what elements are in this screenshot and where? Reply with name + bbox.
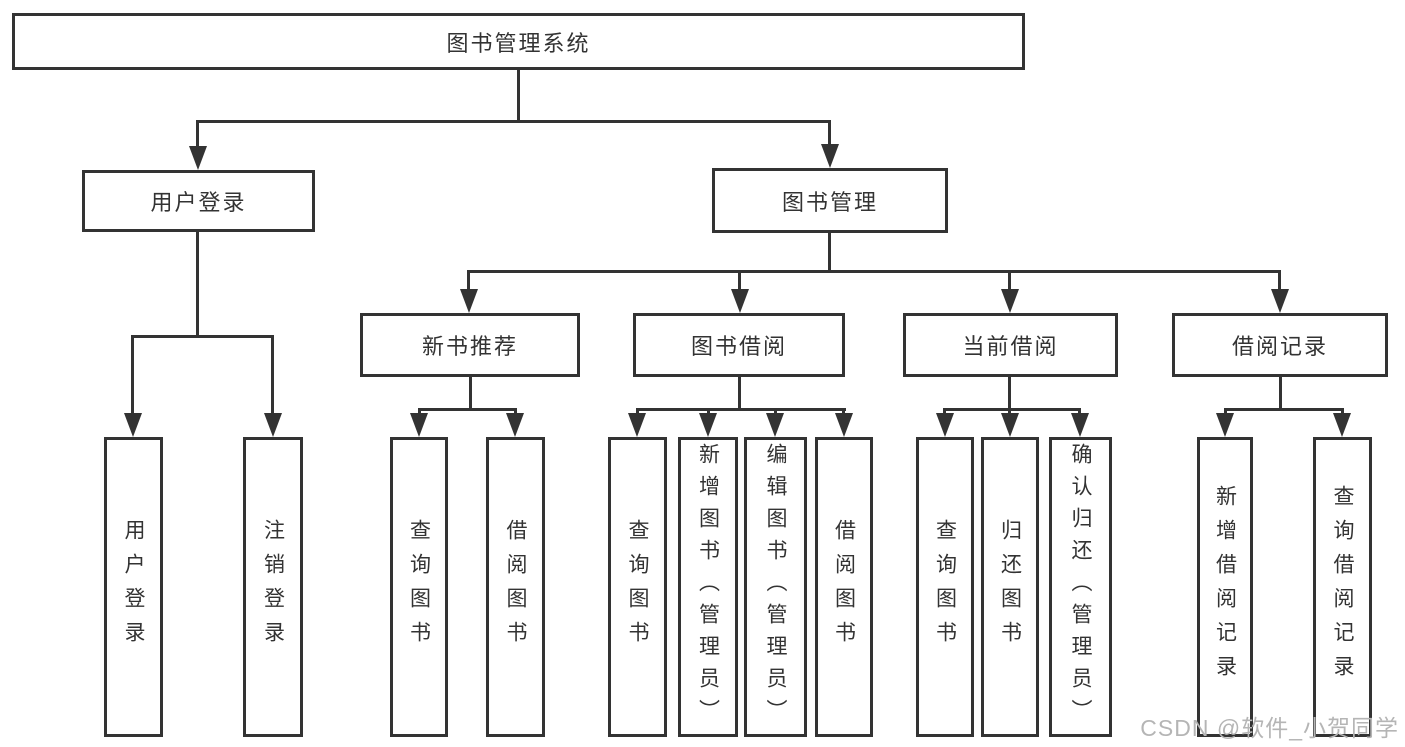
connector-vline	[131, 335, 134, 416]
arrowhead-down-icon	[628, 413, 646, 437]
connector-vline	[196, 232, 199, 335]
connector-vline	[1008, 270, 1011, 293]
arrowhead-down-icon	[1001, 413, 1019, 437]
arrowhead-down-icon	[699, 413, 717, 437]
leaf-query-books-current: 查询图书	[916, 437, 974, 737]
connector-vline	[943, 408, 946, 416]
node-book-management: 图书管理	[712, 168, 948, 233]
leaf-query-borrow-record: 查询借阅记录	[1313, 437, 1372, 737]
connector-vline	[517, 70, 520, 120]
leaf-query-books-recommend: 查询图书	[390, 437, 448, 737]
connector-hline	[418, 408, 517, 411]
connector-vline	[1078, 408, 1081, 416]
leaf-query-borrow-record-label: 查询借阅记录	[1331, 485, 1354, 689]
node-root: 图书管理系统	[12, 13, 1025, 70]
arrowhead-down-icon	[1333, 413, 1351, 437]
arrowhead-down-icon	[264, 413, 282, 437]
leaf-query-books-borrow: 查询图书	[608, 437, 667, 737]
connector-hline	[943, 408, 1081, 411]
arrowhead-down-icon	[766, 413, 784, 437]
arrowhead-down-icon	[1271, 289, 1289, 313]
node-user-login-label: 用户登录	[150, 190, 247, 215]
connector-vline	[738, 377, 741, 408]
arrowhead-down-icon	[124, 413, 142, 437]
connector-vline	[418, 408, 421, 416]
leaf-user-login: 用户登录	[104, 437, 163, 737]
node-book-borrow: 图书借阅	[633, 313, 845, 377]
connector-vline	[842, 408, 845, 416]
node-book-management-label: 图书管理	[781, 189, 878, 215]
connector-vline	[469, 377, 472, 408]
arrowhead-down-icon	[1001, 289, 1019, 313]
leaf-borrow-books-recommend: 借阅图书	[486, 437, 545, 737]
node-borrow-records-label: 借阅记录	[1231, 334, 1328, 359]
leaf-add-book-admin-label: 新增图书（管理员）	[696, 443, 720, 731]
leaf-query-books-current-label: 查询图书	[933, 519, 957, 655]
leaf-user-login-label: 用户登录	[122, 519, 145, 655]
connector-vline	[467, 270, 470, 293]
connector-hline	[196, 120, 831, 123]
leaf-add-borrow-record: 新增借阅记录	[1197, 437, 1253, 737]
leaf-logout: 注销登录	[243, 437, 303, 737]
leaf-edit-book-admin: 编辑图书（管理员）	[744, 437, 807, 737]
node-book-borrow-label: 图书借阅	[690, 334, 787, 359]
leaf-add-borrow-record-label: 新增借阅记录	[1213, 485, 1237, 689]
connector-hline	[467, 270, 1281, 273]
connector-vline	[1279, 377, 1282, 408]
leaf-logout-label: 注销登录	[261, 519, 285, 655]
arrowhead-down-icon	[1216, 413, 1234, 437]
connector-vline	[707, 408, 710, 416]
arrowhead-down-icon	[936, 413, 954, 437]
node-root-label: 图书管理系统	[446, 30, 591, 56]
connector-vline	[1224, 408, 1227, 416]
node-borrow-records: 借阅记录	[1172, 313, 1388, 377]
arrowhead-down-icon	[1071, 413, 1089, 437]
connector-vline	[738, 270, 741, 293]
arrowhead-down-icon	[410, 413, 428, 437]
connector-vline	[774, 408, 777, 416]
connector-vline	[271, 335, 274, 416]
leaf-add-book-admin: 新增图书（管理员）	[678, 437, 738, 737]
connector-hline	[131, 335, 274, 338]
connector-vline	[828, 120, 831, 148]
leaf-confirm-return-admin-label: 确认归还（管理员）	[1069, 443, 1092, 731]
arrowhead-down-icon	[821, 144, 839, 168]
node-current-borrow-label: 当前借阅	[962, 334, 1059, 359]
connector-vline	[636, 408, 639, 416]
leaf-return-book-label: 归还图书	[998, 519, 1022, 655]
arrowhead-down-icon	[731, 289, 749, 313]
connector-vline	[1341, 408, 1344, 416]
leaf-borrow-books-recommend-label: 借阅图书	[504, 519, 527, 655]
connector-vline	[514, 408, 517, 416]
connector-hline	[1224, 408, 1344, 411]
csdn-watermark: CSDN @软件_小贺同学	[1140, 715, 1399, 741]
leaf-query-books-recommend-label: 查询图书	[407, 519, 431, 655]
leaf-confirm-return-admin: 确认归还（管理员）	[1049, 437, 1112, 737]
connector-vline	[1278, 270, 1281, 293]
node-new-book-recommend: 新书推荐	[360, 313, 580, 377]
arrowhead-down-icon	[506, 413, 524, 437]
connector-hline	[636, 408, 846, 411]
connector-vline	[1008, 408, 1011, 416]
arrowhead-down-icon	[835, 413, 853, 437]
leaf-borrow-books-borrow: 借阅图书	[815, 437, 873, 737]
node-user-login: 用户登录	[82, 170, 315, 232]
leaf-edit-book-admin-label: 编辑图书（管理员）	[764, 443, 787, 731]
leaf-borrow-books-borrow-label: 借阅图书	[832, 519, 856, 655]
connector-vline	[1008, 377, 1011, 408]
arrowhead-down-icon	[460, 289, 478, 313]
node-new-book-recommend-label: 新书推荐	[421, 334, 518, 359]
connector-vline	[828, 233, 831, 270]
node-current-borrow: 当前借阅	[903, 313, 1118, 377]
leaf-query-books-borrow-label: 查询图书	[626, 519, 649, 655]
arrowhead-down-icon	[189, 146, 207, 170]
connector-vline	[196, 120, 199, 150]
leaf-return-book: 归还图书	[981, 437, 1039, 737]
